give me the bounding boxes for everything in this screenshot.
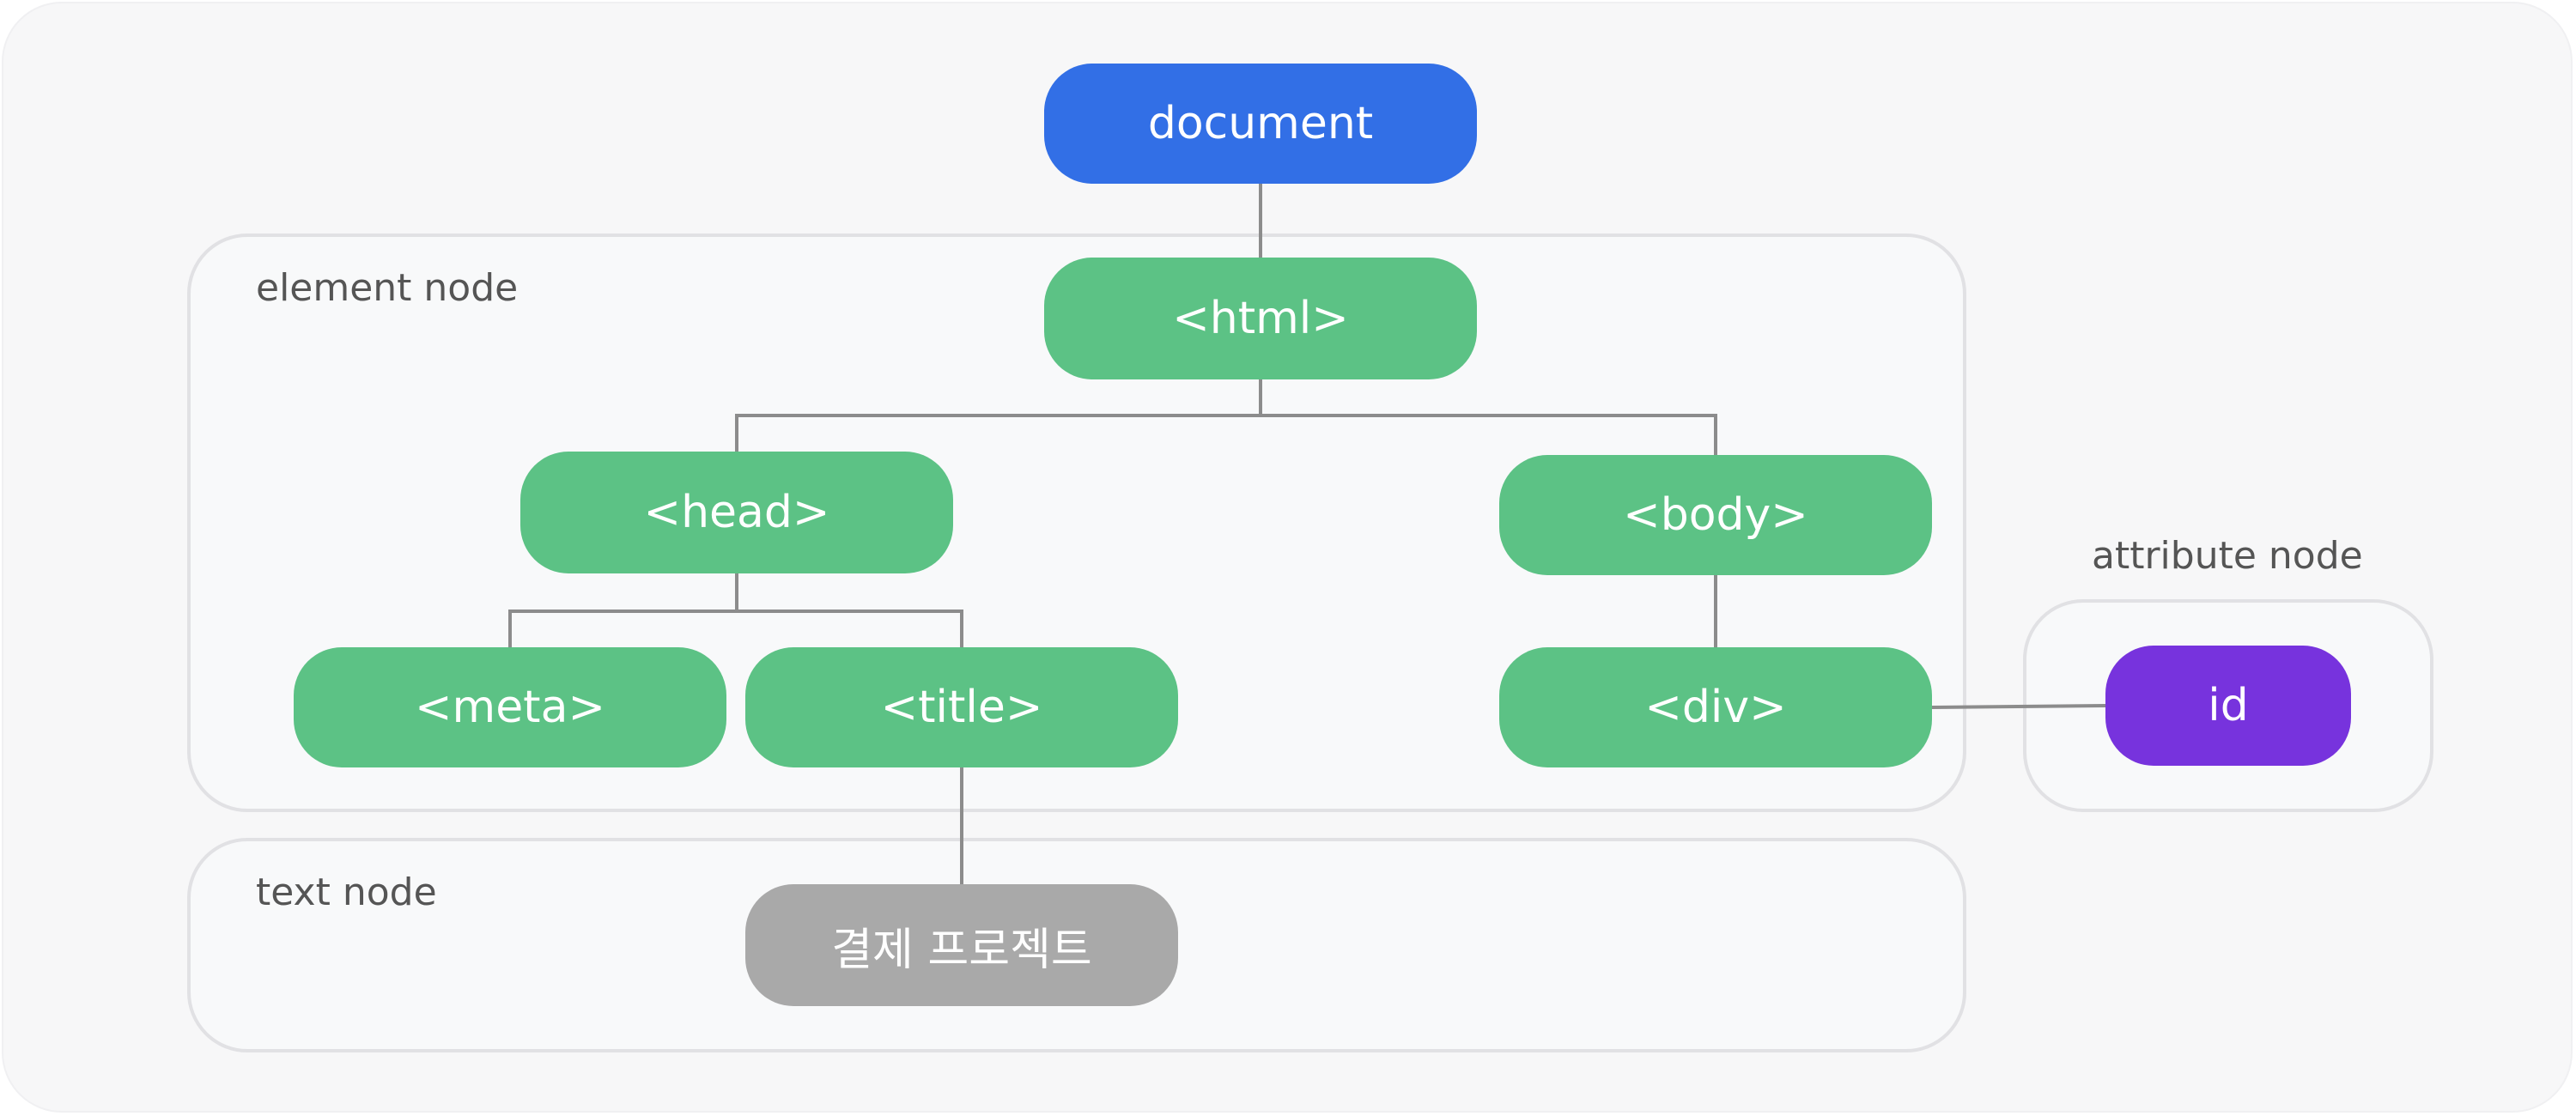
text-node-label: text node	[256, 870, 437, 914]
text-node: 결제 프로젝트	[745, 884, 1178, 1006]
document-node: document	[1044, 64, 1477, 184]
edge-html-body	[1261, 414, 1717, 455]
div-element-node: <div>	[1499, 647, 1932, 767]
body-element-node: <body>	[1499, 455, 1932, 575]
edge-html-children	[735, 379, 1262, 452]
title-element-node: <title>	[745, 647, 1178, 767]
id-attribute-node: id	[2105, 646, 2351, 766]
head-element-node: <head>	[520, 452, 953, 573]
html-element-node: <html>	[1044, 258, 1477, 379]
element-node-label: element node	[256, 266, 519, 310]
meta-element-node: <meta>	[294, 647, 726, 767]
attribute-node-label: attribute node	[2092, 534, 2363, 578]
edge-div-id	[1931, 704, 2106, 709]
edge-head-title	[737, 610, 963, 647]
edge-head-children	[508, 573, 738, 647]
